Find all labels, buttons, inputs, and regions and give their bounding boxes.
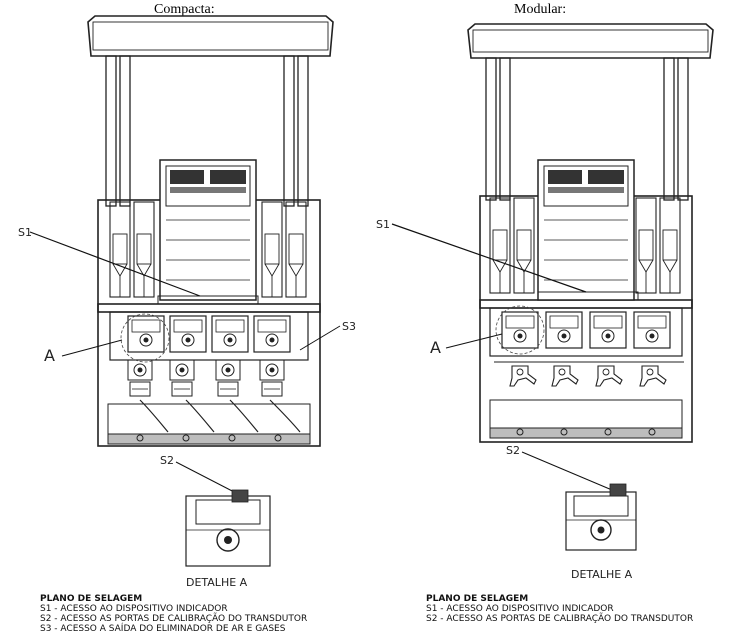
- compacta-plan-line-s2: S2 - ACESSO AS PORTAS DE CALIBRAÇÃO DO T…: [40, 614, 308, 624]
- compacta-plan-line-s3: S3 - ACESSO A SAÍDA DO ELIMINADOR DE AR …: [40, 624, 286, 634]
- modular-s1-label: S1: [376, 218, 390, 231]
- modular-detail-label: DETALHE A: [571, 568, 633, 581]
- modular-sealing-plan: PLANO DE SELAGEM S1 - ACESSO AO DISPOSIT…: [426, 594, 693, 624]
- compacta-plan-line-s1: S1 - ACESSO AO DISPOSITIVO INDICADOR: [40, 604, 228, 614]
- compacta-s2-label: S2: [160, 454, 174, 467]
- modular-s2-label: S2: [506, 444, 520, 457]
- compacta-detail-label: DETALHE A: [186, 576, 248, 589]
- modular-plan-line-s2: S2 - ACESSO AS PORTAS DE CALIBRAÇÃO DO T…: [426, 614, 694, 624]
- compacta-s1-label: S1: [18, 226, 32, 239]
- compacta-title: Compacta:: [154, 2, 215, 17]
- compacta-plan-heading: PLANO DE SELAGEM: [40, 594, 143, 604]
- modular-dispenser: [391, 23, 714, 551]
- compacta-s3-label: S3: [342, 320, 356, 333]
- compacta-sealing-plan: PLANO DE SELAGEM S1 - ACESSO AO DISPOSIT…: [40, 594, 307, 634]
- modular-title: Modular:: [514, 2, 567, 17]
- modular-plan-heading: PLANO DE SELAGEM: [426, 594, 529, 604]
- compacta-a-label: A: [44, 346, 55, 365]
- compacta-dispenser: [29, 15, 341, 567]
- modular-plan-line-s1: S1 - ACESSO AO DISPOSITIVO INDICADOR: [426, 604, 614, 614]
- modular-a-label: A: [430, 338, 441, 357]
